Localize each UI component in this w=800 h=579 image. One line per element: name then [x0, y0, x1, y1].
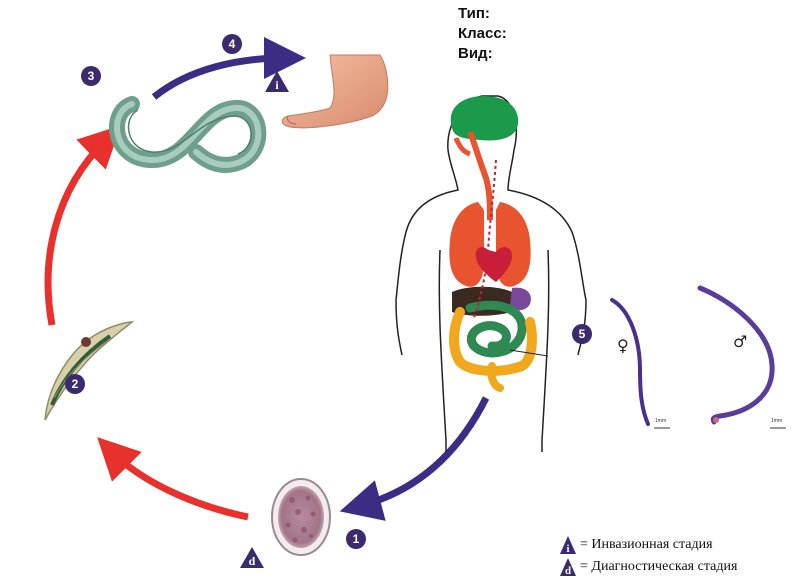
species-label: Вид:: [458, 45, 493, 62]
legend-diagnostic: d = Диагностическая стадия: [560, 556, 737, 578]
adult-female-worm: [610, 298, 670, 429]
type-label: Тип:: [458, 5, 490, 22]
taxonomy-block: Тип: Класс: Вид:: [458, 4, 507, 64]
legend-infective-text: = Инвазионная стадия: [580, 537, 713, 552]
arrow-egg-to-rhabditiform: [97, 437, 249, 521]
svg-text:i: i: [566, 543, 569, 554]
small-intestine: [465, 300, 527, 358]
arrow-host-to-egg: [339, 396, 490, 521]
diagnostic-marker: [240, 547, 264, 568]
infective-marker: [265, 71, 289, 92]
lung-left: [449, 202, 484, 287]
rhabditiform-larva: [44, 321, 135, 421]
egg: [271, 478, 331, 556]
arrow-rhabditiform-to-filariform: [44, 125, 121, 326]
stage-badge-4: [222, 34, 242, 54]
human-foot: [281, 54, 389, 129]
legend-infective: i = Инвазионная стадия: [560, 534, 737, 556]
legend-diagnostic-icon: d: [560, 558, 576, 576]
stage-badge-3: [81, 66, 101, 86]
human-host: [395, 95, 587, 452]
legend-infective-icon: i: [560, 536, 576, 554]
legend: i = Инвазионная стадия d = Диагностическ…: [560, 534, 737, 578]
large-intestine: [449, 307, 537, 376]
brain: [450, 96, 519, 141]
migration-path: [473, 159, 497, 319]
stomach: [510, 287, 531, 311]
heart: [475, 247, 512, 282]
class-label: Класс:: [458, 25, 507, 42]
svg-text:d: d: [565, 565, 571, 576]
stage-badge-1: [346, 529, 366, 549]
arrow-larva-to-foot: [151, 37, 306, 100]
adult-male-worm: [697, 285, 786, 429]
filariform-larva: [109, 96, 267, 173]
legend-diagnostic-text: = Диагностическая стадия: [580, 559, 738, 574]
stage-badge-2: [65, 374, 85, 394]
stage-badge-5: [572, 324, 592, 344]
airway: [467, 130, 493, 221]
